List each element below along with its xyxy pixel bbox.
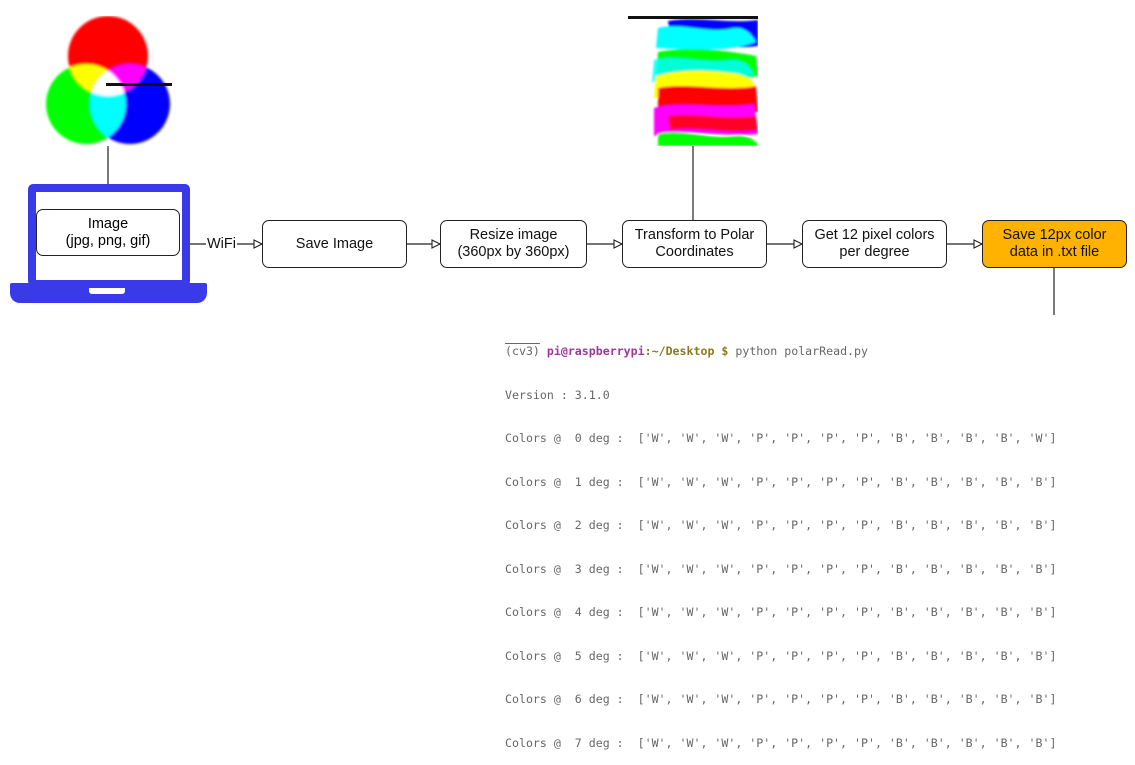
resize-image-box: Resize image (360px by 360px) [440, 220, 587, 268]
color-wheel-image [44, 16, 174, 146]
terminal-row: Colors @ 7 deg : ['W', 'W', 'W', 'P', 'P… [505, 735, 1057, 750]
prompt-command: python polarRead.py [728, 344, 868, 358]
laptop-trackpad [89, 288, 125, 294]
terminal-row: Colors @ 4 deg : ['W', 'W', 'W', 'P', 'P… [505, 605, 1057, 619]
transform-polar-box: Transform to Polar Coordinates [622, 220, 767, 268]
terminal-row: Colors @ 3 deg : ['W', 'W', 'W', 'P', 'P… [505, 561, 1057, 576]
terminal-row: Colors @ 0 deg : ['W', 'W', 'W', 'P', 'P… [505, 431, 1057, 445]
wifi-label: WiFi [206, 236, 237, 252]
terminal-row: Colors @ 2 deg : ['W', 'W', 'W', 'P', 'P… [505, 518, 1057, 532]
save-txt-box: Save 12px color data in .txt file [982, 220, 1127, 268]
terminal-output: (cv3) pi@raspberrypi:~/Desktop $ python … [505, 315, 1133, 750]
terminal-prompt-line: (cv3) pi@raspberrypi:~/Desktop $ python … [505, 344, 1133, 359]
prompt-path: :~/Desktop $ [644, 344, 729, 358]
terminal-row: Colors @ 6 deg : ['W', 'W', 'W', 'P', 'P… [505, 692, 1057, 706]
image-formats-box: Image (jpg, png, gif) [36, 209, 180, 256]
connector-canvas [107, 144, 1055, 316]
terminal-row: Colors @ 1 deg : ['W', 'W', 'W', 'P', 'P… [505, 474, 1057, 489]
prompt-env: (cv3) [505, 344, 540, 358]
save-image-box: Save Image [262, 220, 407, 268]
prompt-user: pi@raspberrypi [546, 344, 645, 358]
terminal-row: Colors @ 5 deg : ['W', 'W', 'W', 'P', 'P… [505, 648, 1057, 663]
terminal-version-line: Version : 3.1.0 [505, 387, 610, 402]
polar-image [628, 16, 758, 146]
radius-marker-line [106, 83, 172, 86]
get-pixel-colors-box: Get 12 pixel colors per degree [802, 220, 947, 268]
polar-top-bar [628, 16, 758, 19]
